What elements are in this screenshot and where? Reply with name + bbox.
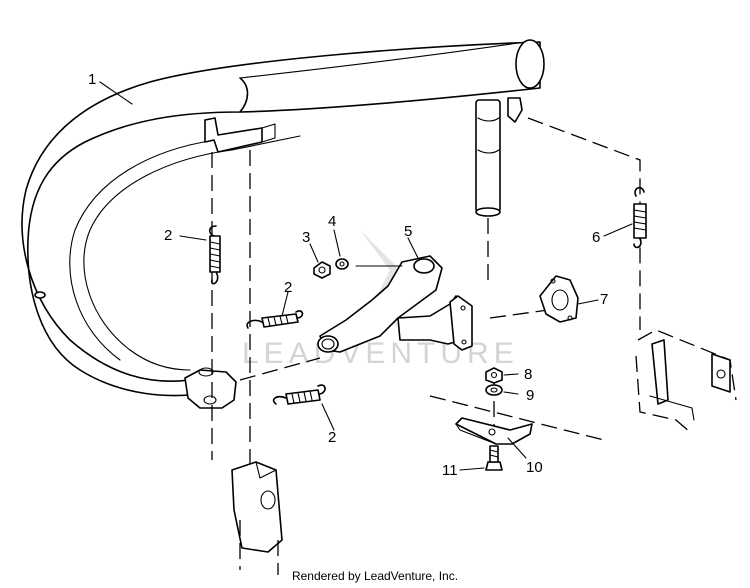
callout-11: 11 <box>442 462 458 479</box>
part-5-y-pipe <box>317 255 473 353</box>
part-2-spring-middle <box>246 310 304 329</box>
callout-2-middle: 2 <box>284 279 292 296</box>
callout-3: 3 <box>302 229 310 246</box>
part-10-bracket <box>455 417 533 445</box>
part-8-nut <box>485 367 503 384</box>
callout-1: 1 <box>88 71 96 88</box>
watermark-text: LEADVENTURE <box>242 337 519 370</box>
rendered-by-footer: Rendered by LeadVenture, Inc. <box>291 569 459 583</box>
callout-9: 9 <box>526 387 534 404</box>
callout-10: 10 <box>526 459 543 476</box>
callout-labels: 1 2 2 2 3 4 5 6 7 8 9 10 11 <box>88 71 608 479</box>
leader-lines <box>99 81 633 471</box>
part-6-spring <box>633 186 647 249</box>
part-9-washer <box>485 384 503 396</box>
callout-7: 7 <box>600 291 608 308</box>
callout-5: 5 <box>404 223 412 240</box>
callout-4: 4 <box>328 213 336 230</box>
part-1-muffler <box>21 39 545 409</box>
part-2-spring-lower <box>272 384 326 405</box>
part-7-gasket <box>539 275 579 323</box>
callout-6: 6 <box>592 229 600 246</box>
part-3-nut <box>313 261 331 279</box>
frame-fragment-right <box>635 329 737 433</box>
callout-8: 8 <box>524 366 532 383</box>
part-11-bolt <box>485 445 503 471</box>
part-2-spring-upper <box>208 225 221 285</box>
callout-2-upper: 2 <box>164 227 172 244</box>
callout-2-lower: 2 <box>328 429 336 446</box>
frame-fragment-bottom <box>231 461 283 575</box>
part-4-washer <box>335 258 349 270</box>
